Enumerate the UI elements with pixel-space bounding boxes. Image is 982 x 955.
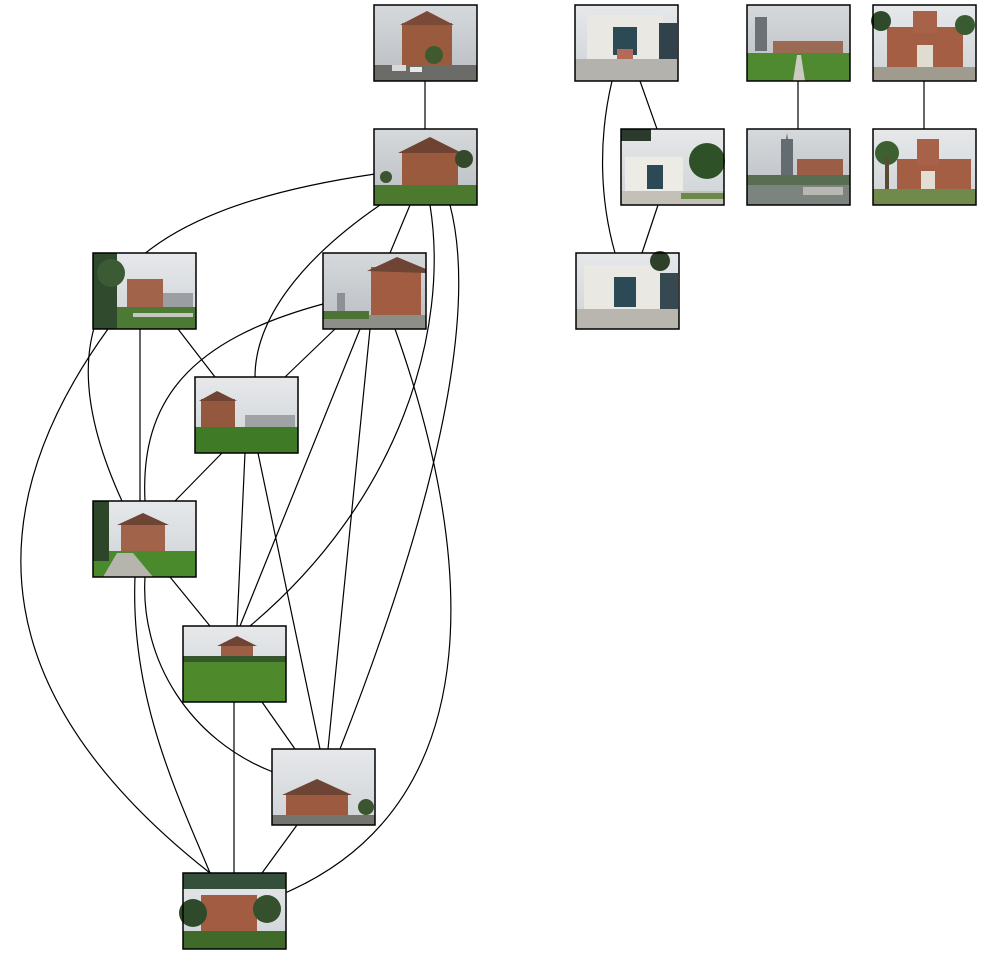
- edge: [169, 576, 211, 627]
- node-image-n4[interactable]: [322, 252, 427, 330]
- node-image-n14[interactable]: [746, 128, 851, 206]
- node-image-n5[interactable]: [194, 376, 299, 454]
- edge: [257, 452, 321, 750]
- node-image-n8[interactable]: [271, 748, 376, 826]
- edge: [284, 328, 452, 894]
- edge: [284, 328, 336, 378]
- node-image-n6[interactable]: [92, 500, 197, 578]
- edge: [174, 452, 223, 502]
- edge: [641, 204, 659, 254]
- edge: [254, 204, 381, 378]
- edge: [339, 204, 460, 750]
- edge: [327, 328, 371, 750]
- edge: [249, 204, 435, 627]
- edge: [236, 452, 246, 627]
- node-image-n11[interactable]: [620, 128, 725, 206]
- edge: [601, 80, 616, 254]
- node-image-n12[interactable]: [575, 251, 680, 330]
- node-image-n9[interactable]: [179, 872, 287, 950]
- node-image-n10[interactable]: [574, 4, 679, 82]
- edge: [144, 303, 324, 502]
- edge-layer: [20, 80, 925, 894]
- node-image-n7[interactable]: [182, 625, 287, 703]
- edge: [261, 824, 298, 874]
- edge: [639, 80, 658, 130]
- edge: [261, 701, 296, 750]
- node-image-n15[interactable]: [871, 4, 977, 82]
- node-image-n1[interactable]: [373, 4, 478, 82]
- node-image-n13[interactable]: [746, 4, 851, 82]
- edge: [389, 204, 411, 254]
- node-image-n16[interactable]: [872, 128, 977, 206]
- edge: [239, 328, 361, 627]
- edge: [20, 328, 211, 874]
- node-image-n3[interactable]: [92, 252, 197, 330]
- edge: [134, 576, 211, 874]
- edge: [144, 576, 274, 773]
- node-image-n2[interactable]: [373, 128, 478, 206]
- edge: [177, 328, 216, 378]
